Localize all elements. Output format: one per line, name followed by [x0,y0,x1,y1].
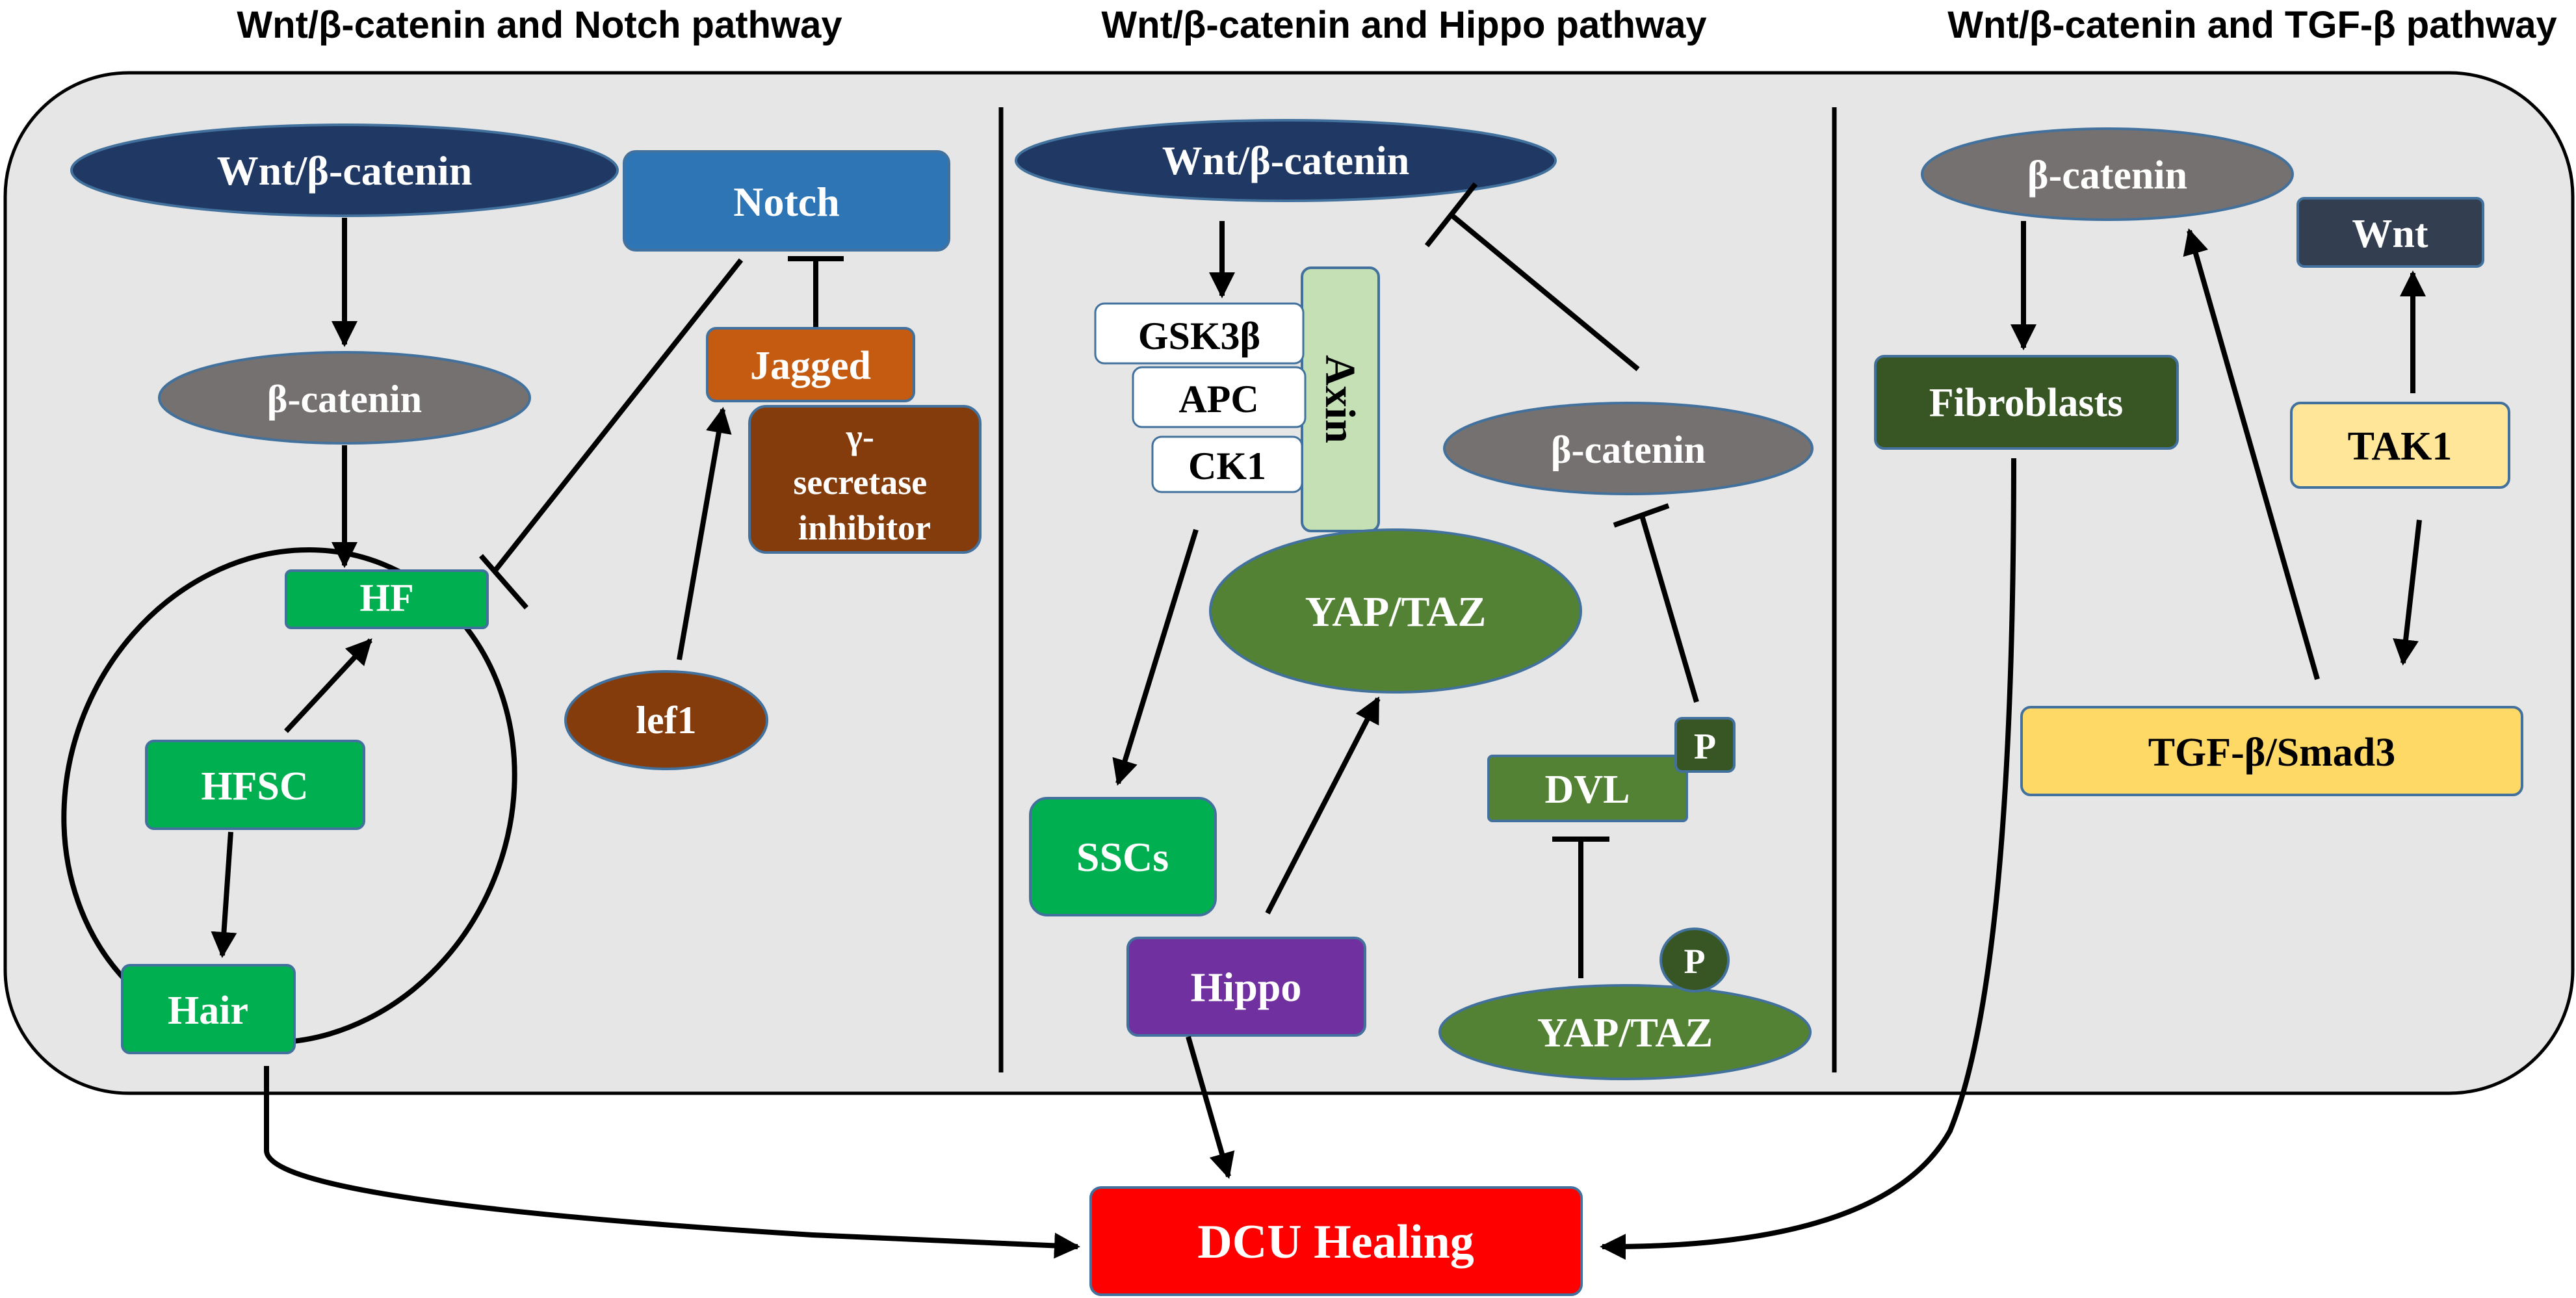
fibroblasts-node [1874,355,2179,450]
jagged-node [706,327,915,402]
yap-phospho-label: P [1684,942,1706,981]
gsk3b-node [1094,302,1305,365]
tgf-beta-catenin-label: β-catenin [2027,153,2187,198]
tgf-wnt-label: Wnt [2352,212,2428,256]
gsk3b-label: GSK3β [1138,315,1260,357]
tgf-smad3-label: TGF-β/Smad3 [2148,731,2396,775]
arrow-tak1-to-smad [2393,519,2422,666]
sscs-node [1029,797,1217,916]
apc-label: APC [1178,378,1258,421]
dvl-label: DVL [1545,768,1630,812]
yap-taz-top-node [1209,528,1582,694]
beta-catenin-label: β-catenin [267,378,422,421]
hippo-node [1126,937,1366,1037]
ck1-label: CK1 [1188,445,1266,487]
lef1-label: lef1 [636,699,696,742]
yap-phospho-badge [1659,928,1730,993]
wnt-beta-catenin-node [70,123,619,217]
tak1-label: TAK1 [2348,424,2452,469]
hippo-wnt-beta-catenin-label: Wnt/β-catenin [1162,139,1410,183]
header-hippo-pathway: Wnt/β-catenin and Hippo pathway [1101,4,1706,46]
dvl-phospho-badge [1674,717,1736,773]
arrow-hfsc-to-hf [284,638,372,733]
arrow-hair-to-healing [264,1066,1080,1259]
tgf-wnt-node [2296,197,2484,268]
notch-label: Notch [733,179,840,225]
gamma-secretase-inhibitor-node [748,405,982,554]
apc-node [1132,366,1307,428]
inhibit-notch-to-hf [491,258,744,574]
inhibit-dvl-to-catenin [1639,512,1699,703]
yap-taz-bottom-label: YAP/TAZ [1537,1009,1713,1056]
arrow-fibroblasts-to-healing [1600,458,2016,1260]
gamma-secretase-inhibitor-label: γ- secretase inhibitor [793,417,935,547]
fibroblasts-label: Fibroblasts [1929,381,2124,425]
hfsc-node [145,740,365,830]
inhibit-catenin-to-wnt [1449,212,1640,372]
hf-label: HF [359,577,413,619]
header-tgf-pathway: Wnt/β-catenin and TGF-β pathway [1947,4,2557,46]
dcu-healing-node [1089,1186,1583,1296]
tgf-beta-catenin-node [1921,127,2294,221]
jagged-label: Jagged [750,344,871,388]
arrow-hippo-to-yaptaz [1265,696,1381,915]
hair-node [121,964,296,1054]
hair-label: Hair [168,989,248,1033]
yap-taz-top-label: YAP/TAZ [1305,588,1487,636]
hippo-beta-catenin-node [1443,402,1814,495]
wnt-beta-catenin-label: Wnt/β-catenin [217,148,473,194]
hippo-beta-catenin-label: β-catenin [1551,428,1706,471]
arrow-complex-to-sscs [1112,528,1199,786]
yap-taz-bottom-node [1438,984,1812,1080]
hippo-wnt-beta-catenin-node [1015,119,1557,202]
hfsc-label: HFSC [201,764,308,809]
notch-node [623,150,950,252]
sscs-label: SSCs [1076,834,1169,880]
arrow-hfsc-to-hair [211,831,237,958]
tgf-smad3-node [2020,706,2523,796]
beta-catenin-node [158,351,531,445]
dcu-healing-label: DCU Healing [1197,1215,1474,1269]
arrow-lef1-to-jagged [677,407,732,660]
axin-label: Axin [1316,355,1364,443]
dvl-node [1487,755,1688,822]
dvl-phospho-label: P [1694,727,1716,767]
hf-node [285,569,489,629]
arrow-hippo-to-healing [1186,1035,1235,1179]
lef1-node [564,670,768,770]
tak1-node [2290,402,2510,489]
ck1-node [1151,435,1303,493]
header-notch-pathway: Wnt/β-catenin and Notch pathway [237,4,842,46]
arrow-smad-to-catenin [2183,228,2320,681]
hippo-label: Hippo [1191,964,1302,1010]
